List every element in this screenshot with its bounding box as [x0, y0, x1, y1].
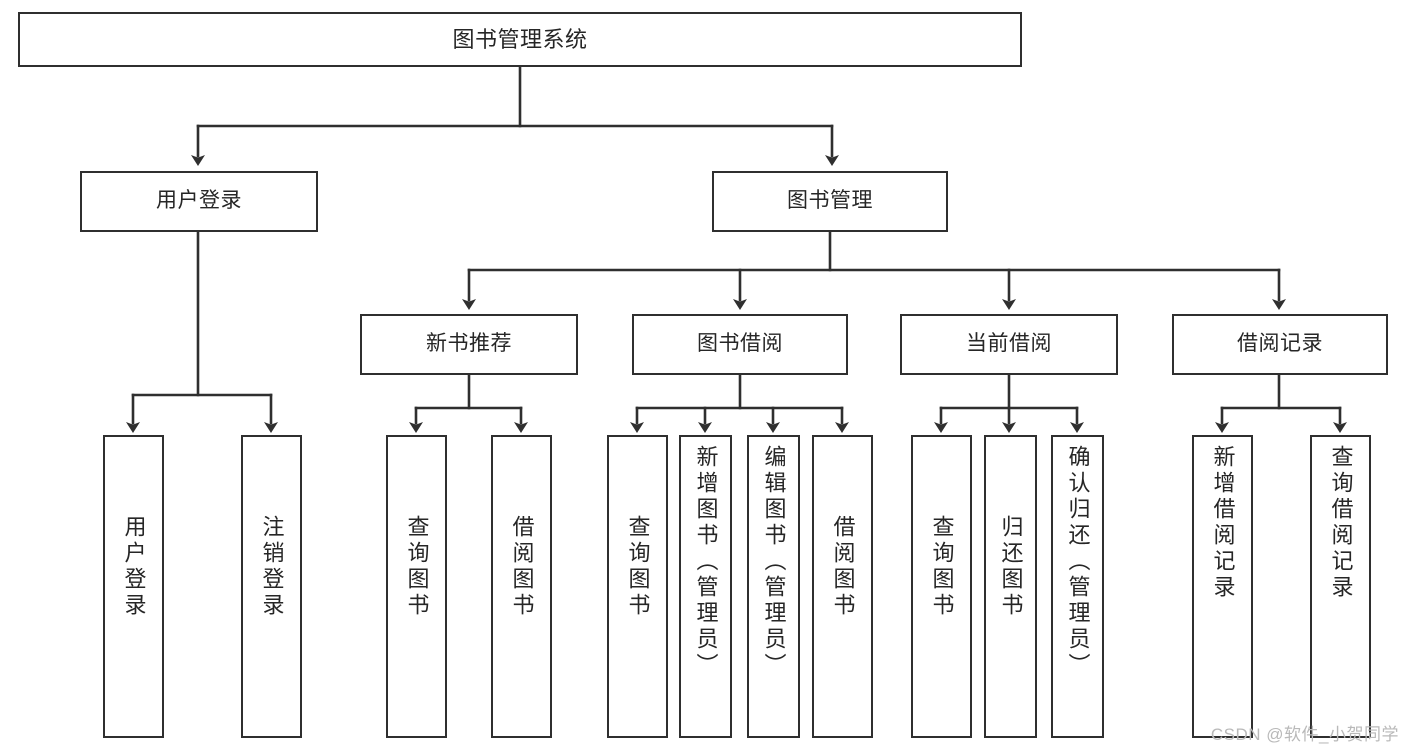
leaf-logout-label: 注销登录 — [259, 515, 285, 619]
leaf-add-book-admin-label: 新增图书（管理员） — [693, 445, 719, 679]
leaf-return-book-label: 归还图书 — [998, 515, 1024, 619]
leaf-query-book-current-label: 查询图书 — [929, 515, 955, 619]
leaf-confirm-return-admin[interactable]: 确认归还（管理员） — [1051, 435, 1104, 738]
node-book-management[interactable]: 图书管理 — [712, 171, 948, 232]
leaf-edit-book-admin-label: 编辑图书（管理员） — [761, 445, 787, 679]
leaf-confirm-return-admin-label: 确认归还（管理员） — [1065, 445, 1091, 679]
leaf-query-borrow-record-label: 查询借阅记录 — [1328, 445, 1354, 601]
node-current-borrow-label: 当前借阅 — [966, 332, 1052, 356]
leaf-user-login-label: 用户登录 — [121, 515, 147, 619]
leaf-query-book-borrow[interactable]: 查询图书 — [607, 435, 668, 738]
node-new-book-recommend-label: 新书推荐 — [426, 332, 512, 356]
node-new-book-recommend[interactable]: 新书推荐 — [360, 314, 578, 375]
node-book-borrow[interactable]: 图书借阅 — [632, 314, 848, 375]
leaf-query-borrow-record[interactable]: 查询借阅记录 — [1310, 435, 1371, 738]
node-borrow-record[interactable]: 借阅记录 — [1172, 314, 1388, 375]
watermark: CSDN @软件_小贺同学 — [1210, 725, 1399, 744]
leaf-borrow-book-label: 借阅图书 — [830, 515, 856, 619]
leaf-add-borrow-record[interactable]: 新增借阅记录 — [1192, 435, 1253, 738]
node-book-management-label: 图书管理 — [787, 189, 873, 213]
leaf-add-borrow-record-label: 新增借阅记录 — [1210, 445, 1236, 601]
leaf-return-book[interactable]: 归还图书 — [984, 435, 1037, 738]
leaf-borrow-book[interactable]: 借阅图书 — [812, 435, 873, 738]
leaf-borrow-book-newbook-label: 借阅图书 — [509, 515, 535, 619]
leaf-logout[interactable]: 注销登录 — [241, 435, 302, 738]
node-borrow-record-label: 借阅记录 — [1237, 332, 1323, 356]
leaf-add-book-admin[interactable]: 新增图书（管理员） — [679, 435, 732, 738]
leaf-query-book-borrow-label: 查询图书 — [625, 515, 651, 619]
leaf-edit-book-admin[interactable]: 编辑图书（管理员） — [747, 435, 800, 738]
node-root[interactable]: 图书管理系统 — [18, 12, 1022, 67]
node-book-borrow-label: 图书借阅 — [697, 332, 783, 356]
node-user-login-label: 用户登录 — [156, 189, 242, 213]
leaf-query-book-current[interactable]: 查询图书 — [911, 435, 972, 738]
leaf-borrow-book-newbook[interactable]: 借阅图书 — [491, 435, 552, 738]
node-root-label: 图书管理系统 — [452, 26, 588, 52]
node-user-login[interactable]: 用户登录 — [80, 171, 318, 232]
leaf-user-login[interactable]: 用户登录 — [103, 435, 164, 738]
leaf-query-book-newbook[interactable]: 查询图书 — [386, 435, 447, 738]
leaf-query-book-newbook-label: 查询图书 — [404, 515, 430, 619]
node-current-borrow[interactable]: 当前借阅 — [900, 314, 1118, 375]
